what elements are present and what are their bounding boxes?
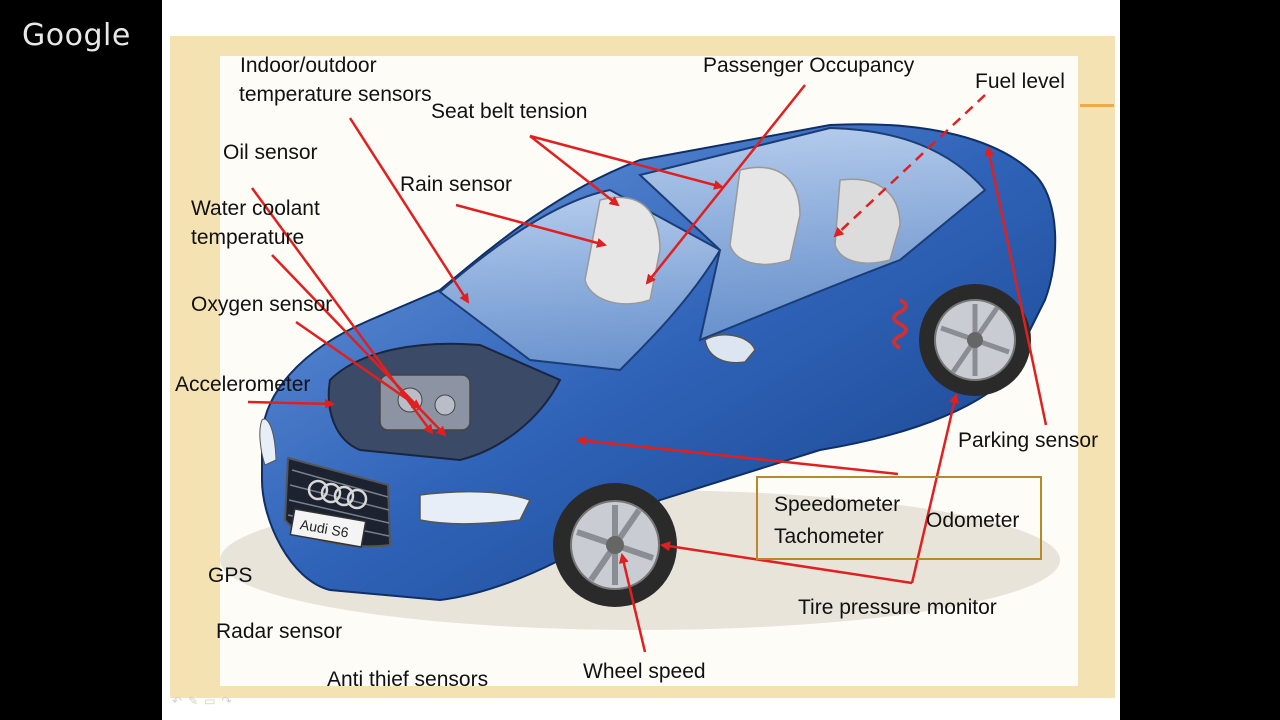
slides-icon[interactable]: ▭ bbox=[204, 694, 222, 708]
arrow-oil-sensor bbox=[250, 187, 434, 435]
label-radar-sensor: Radar sensor bbox=[216, 620, 343, 643]
side-mirror bbox=[704, 334, 756, 364]
label-seat-belt-tension: Seat belt tension bbox=[431, 100, 588, 123]
side-windows bbox=[637, 126, 987, 342]
label-gps: GPS bbox=[208, 564, 253, 587]
brand-rings bbox=[307, 479, 368, 510]
label-tachometer: Tachometer bbox=[774, 525, 884, 548]
accent-rule bbox=[1080, 104, 1114, 107]
headlight-right bbox=[419, 491, 532, 525]
next-icon[interactable]: ↷ bbox=[221, 694, 238, 708]
arrow-speedometer bbox=[576, 435, 899, 476]
label-water-coolant: Water coolant bbox=[191, 197, 320, 220]
slide-controls: ↶✎▭↷ bbox=[172, 694, 238, 708]
sensor-arrows bbox=[247, 84, 1048, 653]
undo-icon[interactable]: ↶ bbox=[172, 694, 189, 708]
arrow-tire-pressure-b bbox=[660, 541, 913, 585]
label-oxygen-sensor: Oxygen sensor bbox=[191, 293, 333, 316]
label-tire-pressure-monitor: Tire pressure monitor bbox=[798, 596, 997, 619]
label-wheel-speed: Wheel speed bbox=[583, 660, 706, 683]
label-temperature-sensors: temperature sensors bbox=[239, 83, 432, 106]
label-passenger-occupancy: Passenger Occupancy bbox=[703, 54, 915, 77]
suspension-spring bbox=[892, 298, 908, 350]
arrow-seat-belt-b bbox=[529, 134, 724, 190]
arrow-tire-pressure-a bbox=[910, 393, 960, 584]
arrow-rain-sensor bbox=[455, 203, 607, 248]
headlight-left bbox=[259, 418, 277, 466]
label-speedometer: Speedometer bbox=[774, 493, 901, 516]
label-anti-thief-sensors: Anti thief sensors bbox=[327, 668, 489, 691]
engine-part bbox=[434, 394, 456, 416]
arrow-accelerometer bbox=[247, 398, 335, 409]
label-odometer: Odometer bbox=[926, 509, 1020, 532]
arrow-parking-sensor bbox=[984, 146, 1048, 426]
rear-wheel bbox=[919, 284, 1031, 396]
seat-back bbox=[834, 178, 901, 264]
front-wheel bbox=[553, 483, 677, 607]
google-logo: Google bbox=[22, 18, 131, 53]
pen-icon[interactable]: ✎ bbox=[188, 694, 205, 708]
label-rain-sensor: Rain sensor bbox=[400, 173, 513, 196]
instrument-cluster-box bbox=[756, 476, 1042, 560]
label-accelerometer: Accelerometer bbox=[175, 373, 311, 396]
arrow-seat-belt-a bbox=[529, 135, 620, 207]
label-parking-sensor: Parking sensor bbox=[958, 429, 1099, 452]
license-plate bbox=[289, 508, 367, 548]
arrow-fuel-level bbox=[833, 94, 986, 238]
arrow-oxygen-sensor bbox=[295, 320, 422, 410]
label-indoor-outdoor: Indoor/outdoor bbox=[240, 54, 377, 77]
arrow-wheel-speed bbox=[618, 553, 647, 653]
arrow-passenger-occupancy bbox=[645, 84, 806, 285]
arrow-temperature-sensors bbox=[348, 117, 470, 304]
label-fuel-level: Fuel level bbox=[975, 70, 1065, 93]
label-temperature: temperature bbox=[191, 226, 305, 249]
seat-rear bbox=[729, 166, 801, 266]
label-oil-sensor: Oil sensor bbox=[223, 141, 318, 164]
